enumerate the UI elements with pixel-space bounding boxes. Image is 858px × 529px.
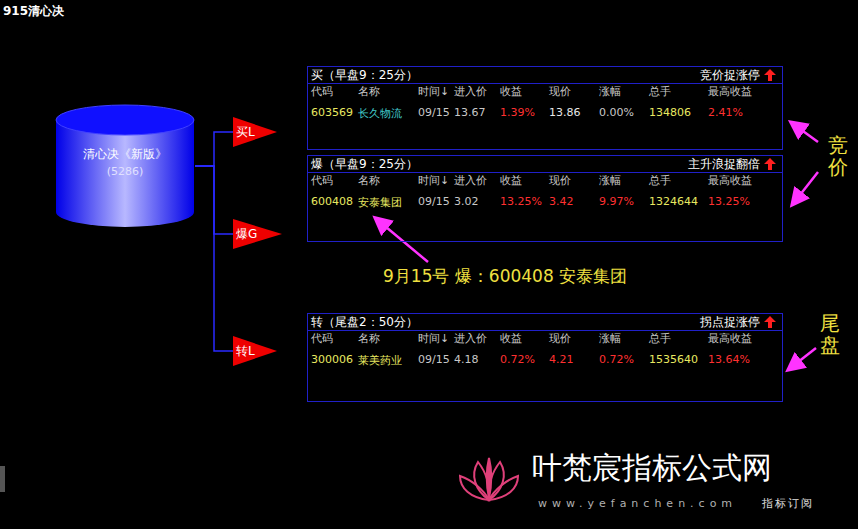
- panel-strategy: 拐点捉涨停: [700, 315, 760, 329]
- table-cell: 600408: [311, 195, 353, 208]
- node-heading: 清心决《新版》: [55, 146, 195, 163]
- table-header: 代码: [311, 331, 333, 346]
- panel-title-bar: 爆（早盘9：25分） 主升浪捉翻倍: [308, 156, 782, 173]
- tree-connector: [195, 166, 233, 351]
- table-header: 现价: [549, 331, 571, 346]
- flag-label: 转L: [236, 344, 255, 358]
- table-header: 代码: [311, 84, 333, 99]
- table-header: 收益: [500, 84, 522, 99]
- table-cell: 1324644: [649, 195, 698, 208]
- table-header: 涨幅: [599, 331, 621, 346]
- table-header: 进入价: [454, 173, 487, 188]
- table-header: 收益: [500, 331, 522, 346]
- table-header: 名称: [358, 84, 380, 99]
- callout-arrows: [380, 126, 818, 366]
- table-header: 时间↓: [418, 331, 449, 346]
- up-arrow-icon: [764, 158, 776, 170]
- table-cell: 9.97%: [599, 195, 634, 208]
- table-cell: 13.25%: [500, 195, 542, 208]
- table-cell: 安泰集团: [358, 195, 402, 210]
- flag-marker: 转L: [233, 336, 277, 366]
- database-cylinder: 清心决《新版》 (5286): [55, 104, 195, 228]
- table-header: 最高收益: [708, 173, 752, 188]
- side-note: 尾盘: [820, 312, 840, 356]
- table-cell: 300006: [311, 353, 353, 366]
- panel-title: 买（早盘9：25分）: [311, 68, 418, 82]
- flag-marker: 爆G: [233, 219, 282, 249]
- watermark-url: www.yefanchen.com: [538, 497, 737, 510]
- table-header: 代码: [311, 173, 333, 188]
- flag-marker: 买L: [233, 117, 277, 147]
- panel-title-bar: 转（尾盘2：50分） 拐点捉涨停: [308, 314, 782, 331]
- node-text-box: 清心决《新版》 (5286): [55, 146, 195, 178]
- edge-tab: [0, 466, 5, 492]
- flag-label: 买L: [236, 125, 255, 139]
- diagram-title: 915清心决: [3, 3, 64, 20]
- up-arrow-icon: [764, 316, 776, 328]
- table-header: 总手: [649, 331, 671, 346]
- table-header: 收益: [500, 173, 522, 188]
- table-cell: 0.72%: [500, 353, 535, 366]
- table-cell: 3.02: [454, 195, 479, 208]
- table-cell: 0.00%: [599, 106, 634, 119]
- table-header: 涨幅: [599, 84, 621, 99]
- table-cell: 4.21: [549, 353, 574, 366]
- panel-strategy: 竞价捉涨停: [700, 68, 760, 82]
- table-cell: 2.41%: [708, 106, 743, 119]
- table-header: 时间↓: [418, 173, 449, 188]
- table-cell: 13.86: [549, 106, 581, 119]
- panel-title-bar: 买（早盘9：25分） 竞价捉涨停: [308, 67, 782, 84]
- panel-strategy: 主升浪捉翻倍: [688, 157, 760, 171]
- table-cell: 134806: [649, 106, 691, 119]
- table-header: 涨幅: [599, 173, 621, 188]
- table-cell: 603569: [311, 106, 353, 119]
- table-header: 现价: [549, 173, 571, 188]
- table-header: 时间↓: [418, 84, 449, 99]
- annotation-note: 9月15号 爆：600408 安泰集团: [383, 265, 627, 288]
- table-header: 总手: [649, 84, 671, 99]
- table-cell: 13.64%: [708, 353, 750, 366]
- side-note: 竞价: [828, 134, 848, 178]
- table-cell: 1.39%: [500, 106, 535, 119]
- tree-connector: [195, 132, 233, 166]
- table-cell: 09/15: [418, 106, 450, 119]
- panel-title: 爆（早盘9：25分）: [311, 157, 418, 171]
- table-cell: 4.18: [454, 353, 479, 366]
- lotus-logo: [460, 458, 518, 500]
- node-count: (5286): [55, 165, 195, 178]
- table-cell: 1535640: [649, 353, 698, 366]
- table-header: 名称: [358, 331, 380, 346]
- panel-title: 转（尾盘2：50分）: [311, 315, 418, 329]
- table-header: 进入价: [454, 84, 487, 99]
- table-header: 最高收益: [708, 84, 752, 99]
- watermark-note: 指标订阅: [762, 496, 814, 511]
- table-cell: 09/15: [418, 195, 450, 208]
- table-header: 总手: [649, 173, 671, 188]
- table-cell: 0.72%: [599, 353, 634, 366]
- up-arrow-icon: [764, 69, 776, 81]
- table-header: 名称: [358, 173, 380, 188]
- table-cell: 09/15: [418, 353, 450, 366]
- table-cell: 13.25%: [708, 195, 750, 208]
- table-header: 进入价: [454, 331, 487, 346]
- table-header: 现价: [549, 84, 571, 99]
- table-cell: 莱美药业: [358, 353, 402, 368]
- flag-label: 爆G: [236, 227, 257, 241]
- table-header: 最高收益: [708, 331, 752, 346]
- watermark-title: 叶梵宸指标公式网: [532, 450, 772, 486]
- table-cell: 长久物流: [358, 106, 402, 121]
- table-cell: 13.67: [454, 106, 486, 119]
- table-cell: 3.42: [549, 195, 574, 208]
